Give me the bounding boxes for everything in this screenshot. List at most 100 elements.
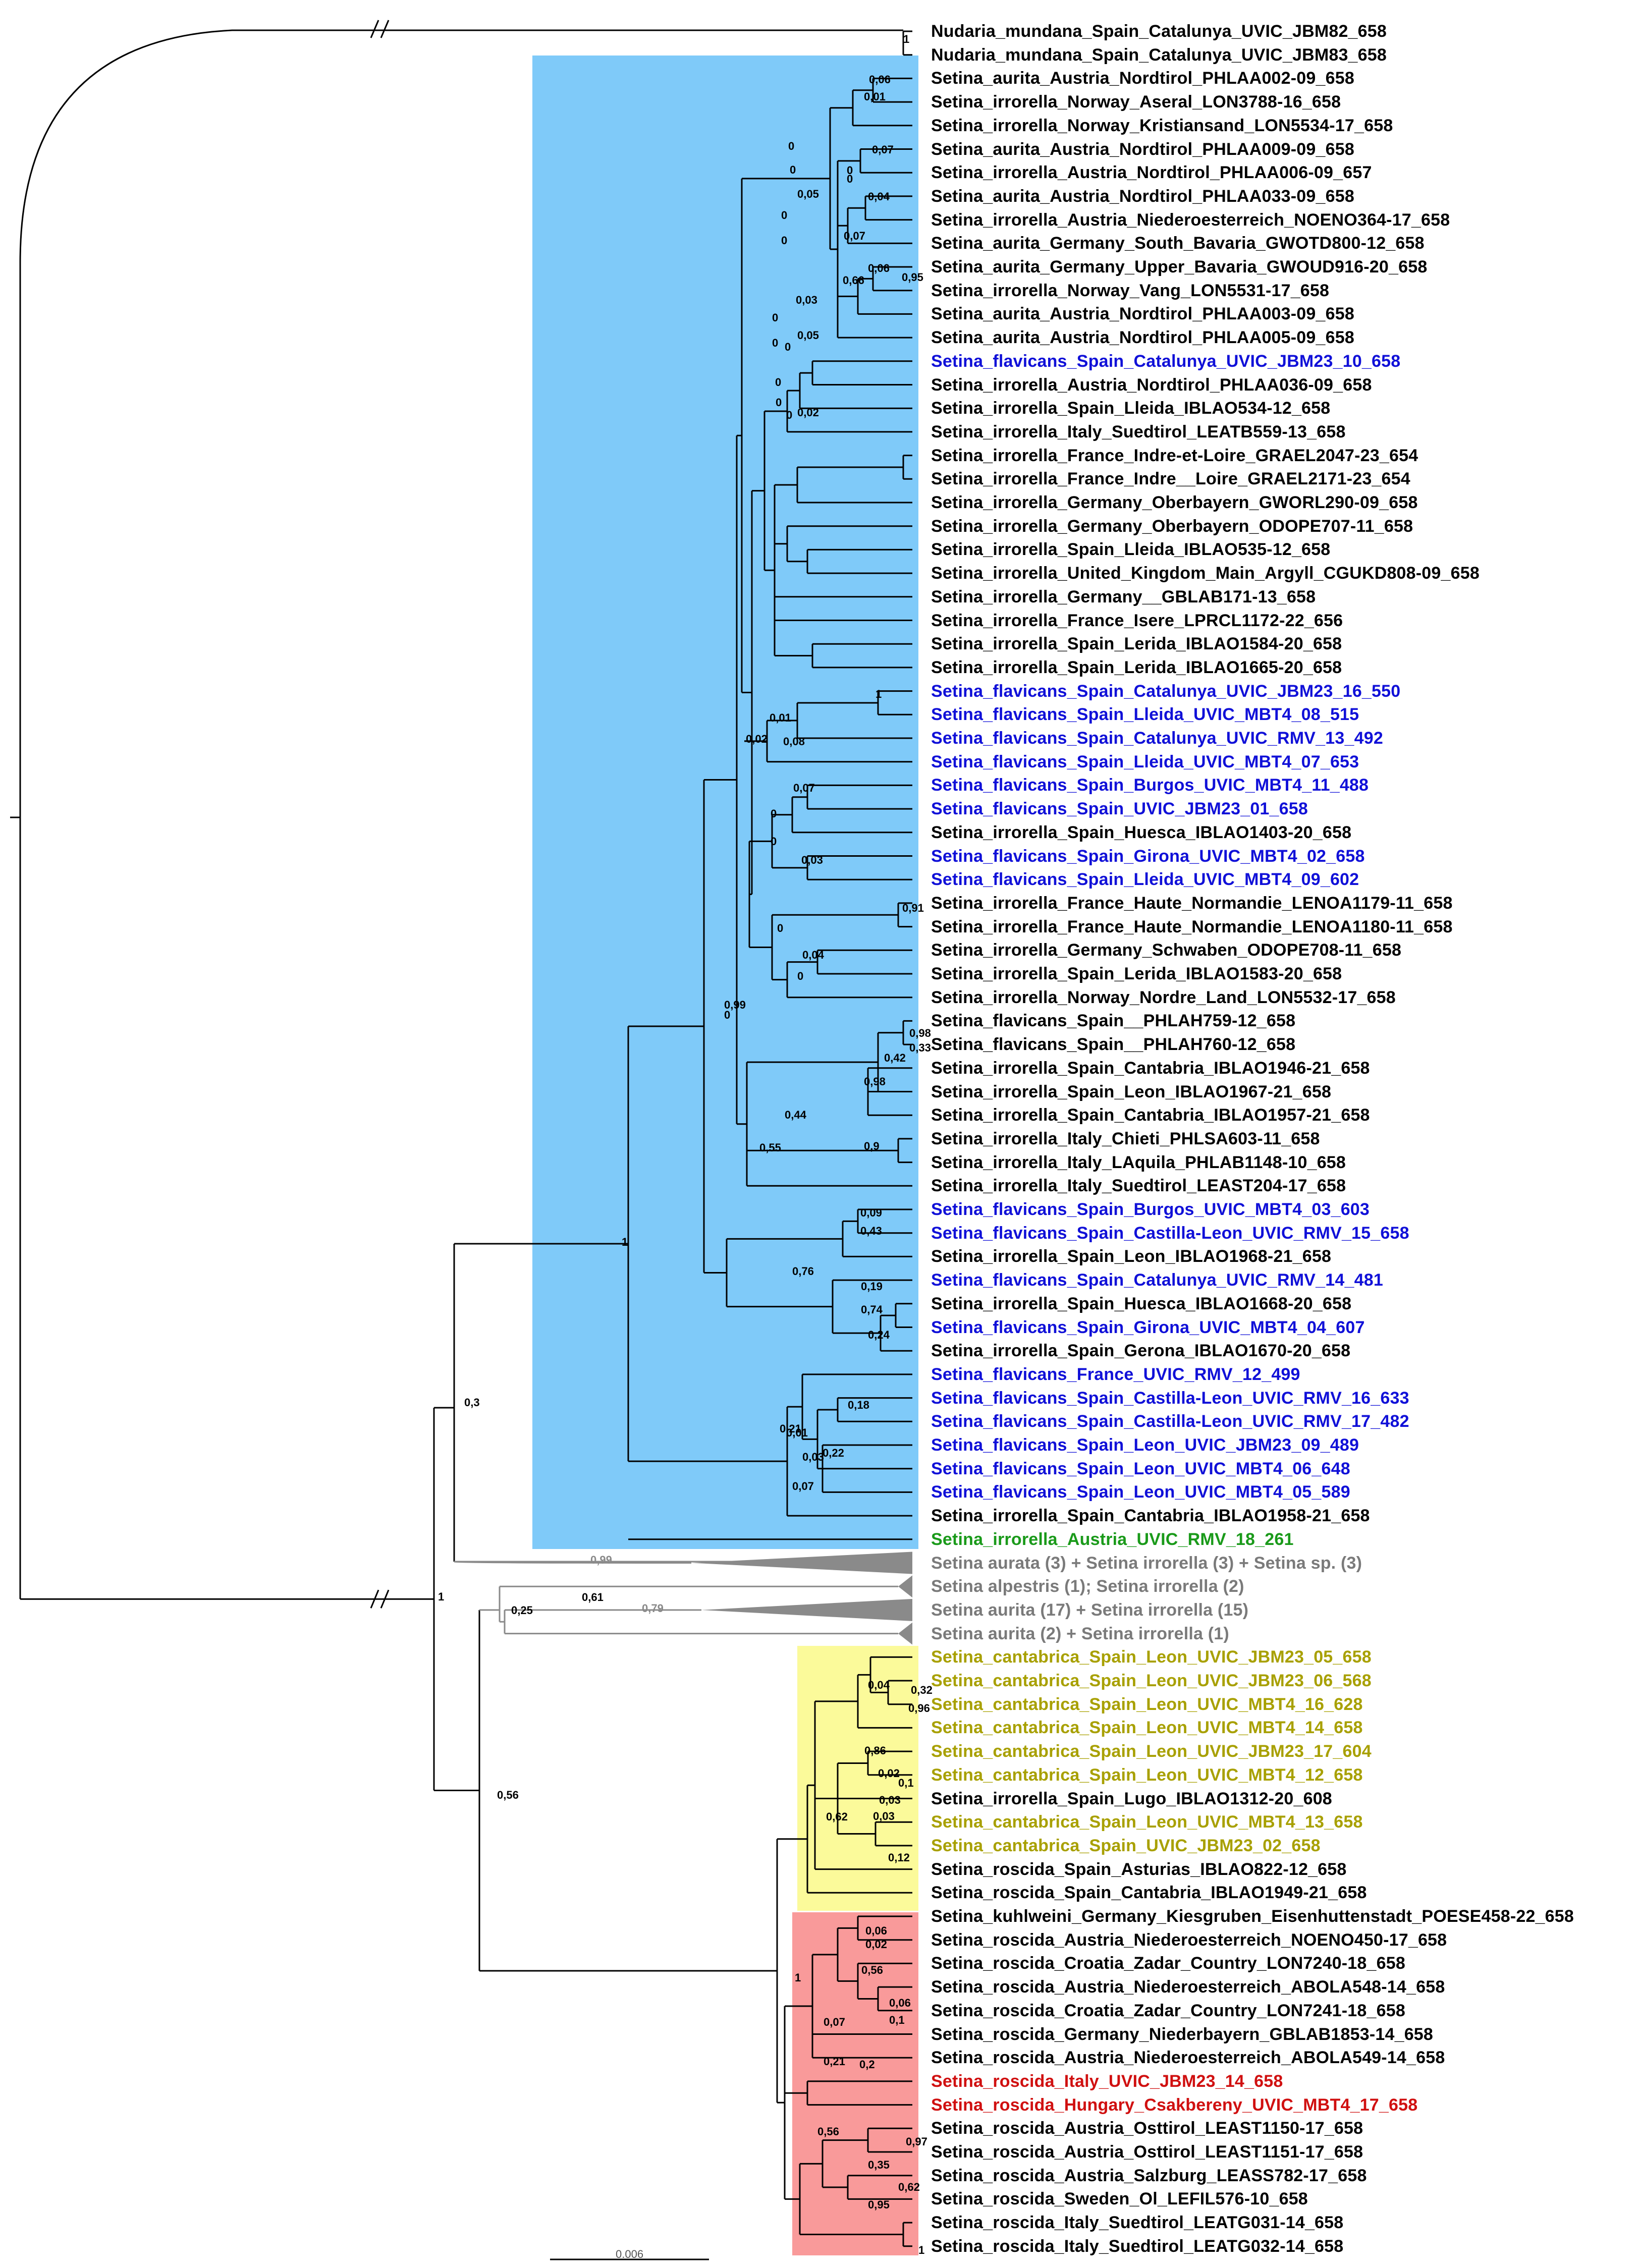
- support-value: 0: [847, 164, 853, 177]
- support-value: 0,56: [861, 1964, 883, 1976]
- support-value: 0,98: [909, 1027, 931, 1039]
- support-value: 0,86: [864, 1744, 886, 1757]
- leaf-label: Setina_kuhlweini_Germany_Kiesgruben_Eise…: [931, 1907, 1574, 1926]
- leaf-label: Setina_aurita_Germany_Upper_Bavaria_GWOU…: [931, 257, 1428, 276]
- support-value: 0,02: [746, 733, 768, 745]
- leaf-label: Setina_roscida_Austria_Osttirol_LEAST115…: [931, 2119, 1363, 2138]
- leaf-label: Setina_irrorella_Spain_Gerona_IBLAO1670-…: [931, 1341, 1351, 1361]
- leaf-label: Setina_flavicans_Spain_Girona_UVIC_MBT4_…: [931, 846, 1365, 866]
- leaf-label: Setina_roscida_Sweden_Ol_LEFIL576-10_658: [931, 2189, 1308, 2209]
- leaf-label: Setina_flavicans_Spain_Castilla-Leon_UVI…: [931, 1223, 1409, 1243]
- leaf-label: Setina_irrorella_France_Indre-et-Loire_G…: [931, 446, 1418, 465]
- support-value: 1: [622, 1236, 628, 1248]
- leaf-label: Setina_irrorella_Spain_Cantabria_IBLAO19…: [931, 1506, 1370, 1526]
- leaf-label: Setina_irrorella_France_Haute_Normandie_…: [931, 893, 1453, 913]
- support-value: 0,05: [797, 329, 819, 342]
- support-value: 0,06: [869, 73, 891, 86]
- support-value: 0,07: [792, 1480, 814, 1492]
- support-value: 0,55: [759, 1141, 781, 1154]
- leaf-label: Setina_irrorella_Italy_Suedtirol_LEAST20…: [931, 1176, 1346, 1196]
- leaf-label: Setina_irrorella_Spain_Leon_IBLAO1968-21…: [931, 1247, 1332, 1266]
- leaf-label: Setina_irrorella_Germany_Schwaben_ODOPE7…: [931, 941, 1402, 960]
- support-value: 0,03: [879, 1794, 901, 1806]
- leaf-label: Setina_aurita_Austria_Nordtirol_PHLAA003…: [931, 304, 1354, 324]
- support-value: 0,1: [898, 1777, 914, 1789]
- support-value: 0,76: [792, 1265, 814, 1278]
- leaf-label: Nudaria_mundana_Spain_Catalunya_UVIC_JBM…: [931, 22, 1387, 41]
- leaf-label: Setina_flavicans_Spain_Leon_UVIC_MBT4_06…: [931, 1459, 1350, 1478]
- support-value: 0,02: [797, 406, 819, 419]
- leaf-label: Setina_irrorella_Spain_Lerida_IBLAO1583-…: [931, 964, 1342, 983]
- support-value: 1: [795, 1971, 801, 1984]
- support-value: 0: [785, 341, 791, 353]
- leaf-label: Setina_irrorella_Italy_Suedtirol_LEATB55…: [931, 422, 1346, 441]
- clade-box-blue: [532, 56, 918, 1549]
- leaf-label: Setina_flavicans_Spain_Girona_UVIC_MBT4_…: [931, 1317, 1365, 1337]
- support-value: 0: [788, 140, 795, 152]
- support-value: 1: [438, 1590, 445, 1603]
- leaf-label: Setina_cantabrica_Spain_Leon_UVIC_MBT4_1…: [931, 1765, 1363, 1785]
- leaf-label: Setina_irrorella_France_Haute_Normandie_…: [931, 917, 1453, 936]
- leaf-label: Setina_roscida_Austria_Niederoesterreich…: [931, 1930, 1447, 1950]
- support-value: 0,35: [868, 2159, 890, 2171]
- leaf-label: Setina_aurita_Austria_Nordtirol_PHLAA033…: [931, 186, 1354, 206]
- support-value: 0,91: [902, 902, 924, 914]
- collapsed-clade-triangle: [898, 1575, 912, 1598]
- leaf-label: Setina_roscida_Spain_Asturias_IBLAO822-1…: [931, 1859, 1347, 1879]
- support-value: 0,44: [785, 1109, 806, 1121]
- support-value: 0: [724, 1009, 731, 1021]
- leaf-label: Setina_cantabrica_Spain_Leon_UVIC_MBT4_1…: [931, 1694, 1363, 1714]
- leaf-label: Setina_irrorella_Spain_Cantabria_IBLAO19…: [931, 1105, 1370, 1125]
- support-value: 1: [876, 688, 882, 700]
- leaf-label: Setina_irrorella_Norway_Nordre_Land_LON5…: [931, 987, 1396, 1007]
- scale-bar-label: 0.006: [616, 2248, 644, 2260]
- support-value: 0,74: [861, 1303, 883, 1316]
- support-value: 0,19: [861, 1280, 883, 1293]
- support-value: 0: [781, 234, 788, 247]
- support-value: 1: [918, 2244, 925, 2256]
- leaf-label: Setina_roscida_Austria_Niederoesterreich…: [931, 2048, 1445, 2068]
- support-value: 0: [781, 209, 788, 222]
- leaf-label: Setina_irrorella_Austria_Nordtirol_PHLAA…: [931, 375, 1372, 395]
- leaf-label: Setina_flavicans_Spain_UVIC_JBM23_01_658: [931, 799, 1308, 819]
- collapsed-clade-triangle: [701, 1598, 912, 1621]
- leaf-label: Setina_cantabrica_Spain_Leon_UVIC_MBT4_1…: [931, 1812, 1363, 1832]
- collapsed-clade-label: Setina alpestris (1); Setina irrorella (…: [931, 1577, 1244, 1596]
- support-value: 0: [775, 376, 782, 389]
- support-value: 0,62: [826, 1810, 848, 1823]
- leaf-label: Setina_flavicans_Spain_Catalunya_UVIC_JB…: [931, 351, 1401, 371]
- leaf-label: Setina_roscida_Croatia_Zadar_Country_LON…: [931, 2001, 1405, 2020]
- support-value: 0,98: [864, 1075, 886, 1088]
- leaf-label: Setina_roscida_Italy_Suedtirol_LEATG031-…: [931, 2213, 1344, 2233]
- support-value: 0,1: [889, 2014, 905, 2026]
- support-value: 0,21: [780, 1422, 801, 1435]
- leaf-label: Setina_irrorella_Germany_Oberbayern_GWOR…: [931, 493, 1418, 512]
- branch: [454, 1561, 692, 1564]
- collapsed-clade-label: Setina aurita (2) + Setina irrorella (1): [931, 1624, 1229, 1643]
- support-value: 0: [776, 396, 782, 409]
- support-value: 1: [903, 33, 910, 45]
- support-value: 0: [771, 807, 777, 820]
- leaf-label: Setina_irrorella_Norway_Vang_LON5531-17_…: [931, 281, 1330, 300]
- leaf-label: Setina_irrorella_France_Indre__Loire_GRA…: [931, 469, 1410, 489]
- leaf-label: Setina_cantabrica_Spain_Leon_UVIC_MBT4_1…: [931, 1718, 1363, 1738]
- support-value: 0,02: [865, 1938, 887, 1951]
- leaf-label: Setina_cantabrica_Spain_Leon_UVIC_JBM23_…: [931, 1647, 1372, 1667]
- leaf-label: Setina_irrorella_Italy_LAquila_PHLAB1148…: [931, 1152, 1346, 1172]
- branch: [19, 29, 903, 838]
- support-value: 0,03: [796, 294, 817, 306]
- clade-box-red: [792, 1912, 918, 2255]
- leaf-label: Setina_flavicans_Spain_Catalunya_UVIC_RM…: [931, 1270, 1383, 1290]
- leaf-label: Setina_flavicans_Spain_Lleida_UVIC_MBT4_…: [931, 870, 1359, 890]
- leaf-label: Setina_irrorella_Austria_UVIC_RMV_18_261: [931, 1529, 1294, 1549]
- support-value: 0,07: [793, 782, 815, 794]
- leaf-label: Setina_aurita_Austria_Nordtirol_PHLAA009…: [931, 139, 1354, 159]
- support-value: 0,61: [582, 1591, 604, 1603]
- leaf-label: Setina_irrorella_Austria_Nordtirol_PHLAA…: [931, 163, 1372, 183]
- leaf-label: Setina_irrorella_Spain_Huesca_IBLAO1403-…: [931, 822, 1352, 842]
- support-value: 0,56: [817, 2125, 839, 2138]
- support-value: 0,97: [906, 2135, 927, 2148]
- support-value: 0,96: [908, 1702, 930, 1714]
- support-value: 0,33: [909, 1041, 931, 1054]
